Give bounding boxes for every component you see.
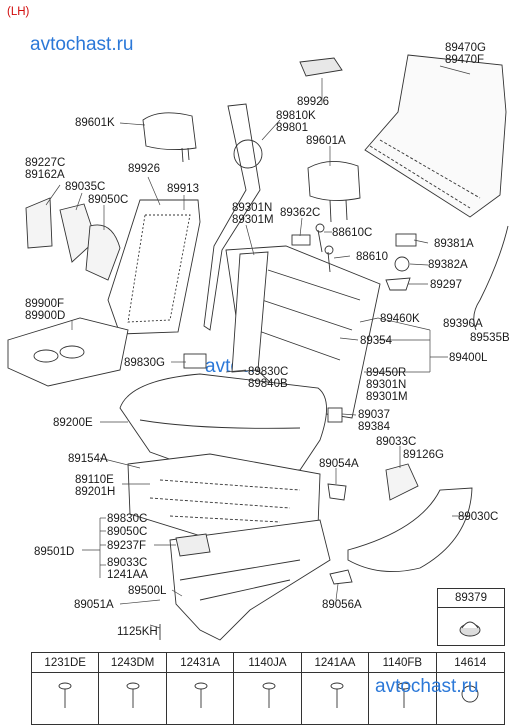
bolt-1140fb xyxy=(397,682,411,708)
watermark-top: avtochast.ru xyxy=(30,34,134,55)
belt-retractor xyxy=(233,139,263,169)
bolt-1140ja xyxy=(262,682,276,708)
label-89500: 89500L xyxy=(128,585,167,597)
label-89810: 89810K 89801 xyxy=(276,110,316,134)
seatback-frame xyxy=(107,199,201,335)
hardware-header-4: 1140JA xyxy=(234,653,302,673)
label-89154: 89154A xyxy=(68,453,108,465)
watermark-bottom: avtochast.ru xyxy=(375,676,479,697)
bolt-1241aa xyxy=(330,682,344,708)
label-89051: 89051A xyxy=(74,599,114,611)
hardware-header-3: 12431A xyxy=(166,653,235,673)
seat-belt xyxy=(203,103,261,331)
hardware-header-7: 14614 xyxy=(436,653,504,673)
label-89601k: 89601K xyxy=(75,117,115,129)
clip-callout-box: 89379 xyxy=(437,588,505,646)
label-89301n: 89301N 89301M xyxy=(232,202,274,226)
side-indicator-label: (LH) xyxy=(7,6,30,18)
label-89362: 89362C xyxy=(280,207,321,219)
label-89050-upper: 89050C xyxy=(88,194,129,206)
release-cable xyxy=(473,225,509,331)
label-89535: 89535B xyxy=(470,332,510,344)
label-89297: 89297 xyxy=(430,279,462,291)
headrest-left xyxy=(142,112,197,151)
armrest-cupholder xyxy=(7,317,129,387)
label-88610: 88610 xyxy=(356,251,388,263)
label-89050-lower: 89050C xyxy=(107,526,148,538)
label-1125kh: 1125KH xyxy=(117,626,158,638)
label-89033-right: 89033C xyxy=(376,436,417,448)
hardware-header-5: 1241AA xyxy=(301,653,370,673)
hardware-header-6: 1140FB xyxy=(369,653,437,673)
label-89037: 89037 89384 xyxy=(358,409,390,433)
hardware-cell-1 xyxy=(32,673,100,724)
headrest-right xyxy=(307,161,361,201)
label-89501: 89501D xyxy=(34,546,75,558)
side-cover xyxy=(85,224,121,281)
label-89830g: 89830G xyxy=(124,357,165,369)
label-89400: 89400L xyxy=(449,352,488,364)
hardware-header-1: 1231DE xyxy=(32,653,100,673)
hardware-cell-6 xyxy=(369,673,437,724)
label-89900: 89900F 89900D xyxy=(25,298,66,322)
label-89450: 89450R 89301N 89301M xyxy=(366,367,408,403)
hardware-header-2: 1243DM xyxy=(99,653,167,673)
label-89382: 89382A xyxy=(428,259,468,271)
screw-1231de xyxy=(58,682,72,708)
label-89381: 89381A xyxy=(434,238,474,250)
screw-1243dm xyxy=(126,682,140,708)
label-89390: 89390A xyxy=(443,318,483,330)
label-89830c-lower: 89830C xyxy=(107,513,148,525)
label-89913: 89913 xyxy=(167,183,199,195)
label-89926-mid: 89926 xyxy=(128,163,160,175)
hardware-cell-4 xyxy=(234,673,302,724)
label-89200: 89200E xyxy=(53,417,93,429)
hardware-cell-3 xyxy=(167,673,235,724)
label-89056: 89056A xyxy=(322,599,362,611)
label-89126: 89126G xyxy=(403,449,444,461)
label-89030: 89030C xyxy=(458,511,499,523)
hardware-cell-2 xyxy=(99,673,167,724)
label-89237: 89237F xyxy=(107,540,147,552)
label-89601a: 89601A xyxy=(306,135,346,147)
label-89354: 89354 xyxy=(360,335,392,347)
side-shield xyxy=(347,487,473,573)
label-89470: 89470G 89470F xyxy=(445,42,486,66)
hardware-cell-5 xyxy=(302,673,370,724)
side-bracket xyxy=(25,197,53,249)
label-89035: 89035C xyxy=(65,181,106,193)
label-89033-1241aa: 89033C 1241AA xyxy=(107,557,148,581)
part-14614 xyxy=(461,685,479,703)
label-89460: 89460K xyxy=(380,313,420,325)
seat-cushion xyxy=(119,373,327,471)
screw-12431a xyxy=(194,682,208,708)
clip-part-number: 89379 xyxy=(438,589,504,608)
seatback-rear-panel xyxy=(364,54,507,218)
label-89054: 89054A xyxy=(319,458,359,470)
label-89110: 89110E 89201H xyxy=(75,474,116,498)
label-89227: 89227C 89162A xyxy=(25,157,66,181)
retractor-cover xyxy=(299,57,343,77)
label-89926-top: 89926 xyxy=(297,96,329,108)
label-89830c-89840b: 89830C 89840B xyxy=(248,366,289,390)
hardware-table: 1231DE 1243DM 12431A 1140JA 1241AA 1140F… xyxy=(31,652,505,725)
label-88610c: 88610C xyxy=(332,227,373,239)
